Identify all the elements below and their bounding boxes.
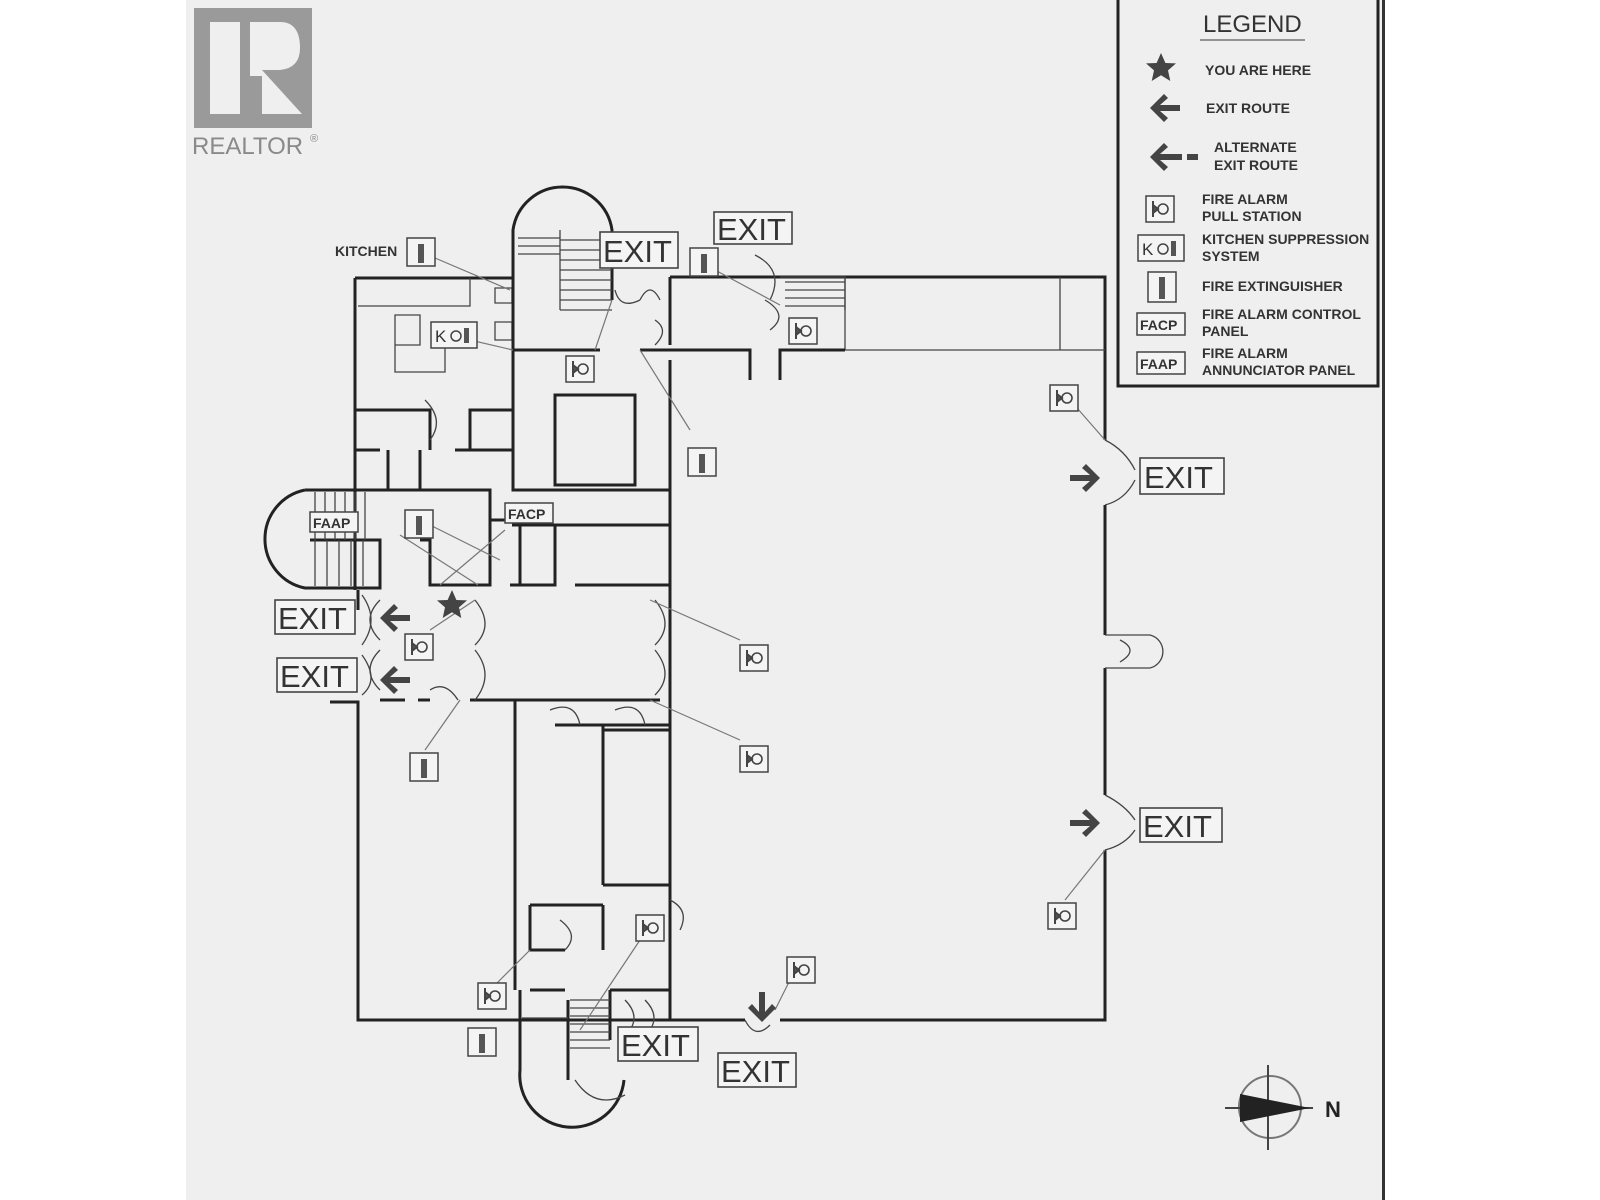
extinguisher-icon [467,1027,497,1057]
pull-station-icon [635,914,665,942]
exit-label: EXIT [278,601,347,636]
registered-mark: ® [310,133,318,145]
faap-icon: FAAP [1136,351,1186,375]
pull-station-icon [739,745,769,773]
legend-label: PULL STATION [1202,208,1302,224]
legend-label: FIRE ALARM [1202,191,1288,207]
extinguisher-icon [409,752,439,782]
legend-label: PANEL [1202,323,1249,339]
north-compass: N [1225,1065,1341,1150]
legend-label: YOU ARE HERE [1205,62,1311,78]
svg-text:FAAP: FAAP [313,515,350,531]
legend-label: ANNUNCIATOR PANEL [1202,362,1356,378]
kitchen-suppression-icon: K [430,321,478,349]
pull-station-icon [1049,384,1079,412]
exit-label: EXIT [717,212,786,247]
exit-route-arrow-icon [1070,809,1100,837]
pull-station-icon [1047,902,1077,930]
pull-station-icon [786,956,816,984]
extinguisher-icon [404,509,434,539]
exit-label: EXIT [621,1028,690,1063]
pull-station-icon [788,317,818,345]
you-are-here-star-icon [437,590,467,618]
realtor-wordmark: REALTOR [192,133,303,160]
realtor-logo: REALTOR ® [192,8,318,160]
exit-label: EXIT [1143,809,1212,844]
legend-label: ALTERNATE [1214,139,1297,155]
north-label: N [1325,1097,1341,1122]
legend-panel: LEGEND YOU ARE HERE EXIT ROUTE ALTERNATE… [1116,0,1380,388]
extinguisher-icon [1147,271,1177,303]
svg-text:K: K [435,327,447,346]
facp-panel: FACP [504,502,554,524]
pull-station-icon [565,355,595,383]
exit-route-arrow-icon [380,604,410,632]
svg-text:K: K [1142,240,1154,259]
extinguisher-icon [689,247,719,277]
star-icon [1146,53,1176,81]
legend-label: SYSTEM [1202,248,1260,264]
pull-station-icon [477,982,507,1010]
legend-label: FIRE ALARM CONTROL [1202,306,1361,322]
kitchen-label: KITCHEN [335,243,397,259]
legend-label: KITCHEN SUPPRESSION [1202,231,1369,247]
dashed-arrow-left-icon [1150,143,1182,171]
extinguisher-icon [406,237,436,267]
legend-label: EXIT ROUTE [1214,157,1298,173]
legend-label: EXIT ROUTE [1206,100,1290,116]
pull-station-icon [739,644,769,672]
pull-station-icon [1145,195,1175,223]
exit-label: EXIT [721,1054,790,1089]
exit-label: EXIT [280,659,349,694]
exit-label: EXIT [603,234,672,269]
building-walls [263,185,1164,1129]
facp-icon: FACP [1136,312,1186,336]
faap-panel: FAAP [309,511,359,533]
svg-text:FACP: FACP [508,506,545,522]
extinguisher-icon [687,447,717,477]
floor-plan-sheet [186,0,1385,1200]
legend-title: LEGEND [1203,11,1302,38]
plan-symbols: KITCHEN K FACP FAAP [309,237,1100,1057]
legend-label: FIRE ALARM [1202,345,1288,361]
exit-label: EXIT [1144,460,1213,495]
exit-route-arrow-icon [748,992,776,1022]
svg-text:FACP: FACP [1140,317,1177,333]
kitchen-suppression-icon: K [1137,234,1185,262]
pull-station-icon [404,633,434,661]
legend-label: FIRE EXTINGUISHER [1202,278,1343,294]
symbol-leader-lines [399,257,1106,1031]
exit-labels: EXIT EXIT EXIT EXIT EXIT EXIT EXIT EXIT [274,211,1225,1089]
exit-route-arrow-icon [1070,464,1100,492]
svg-text:FAAP: FAAP [1140,356,1177,372]
exit-route-arrow-icon [380,666,410,694]
arrow-left-icon [1150,94,1180,122]
